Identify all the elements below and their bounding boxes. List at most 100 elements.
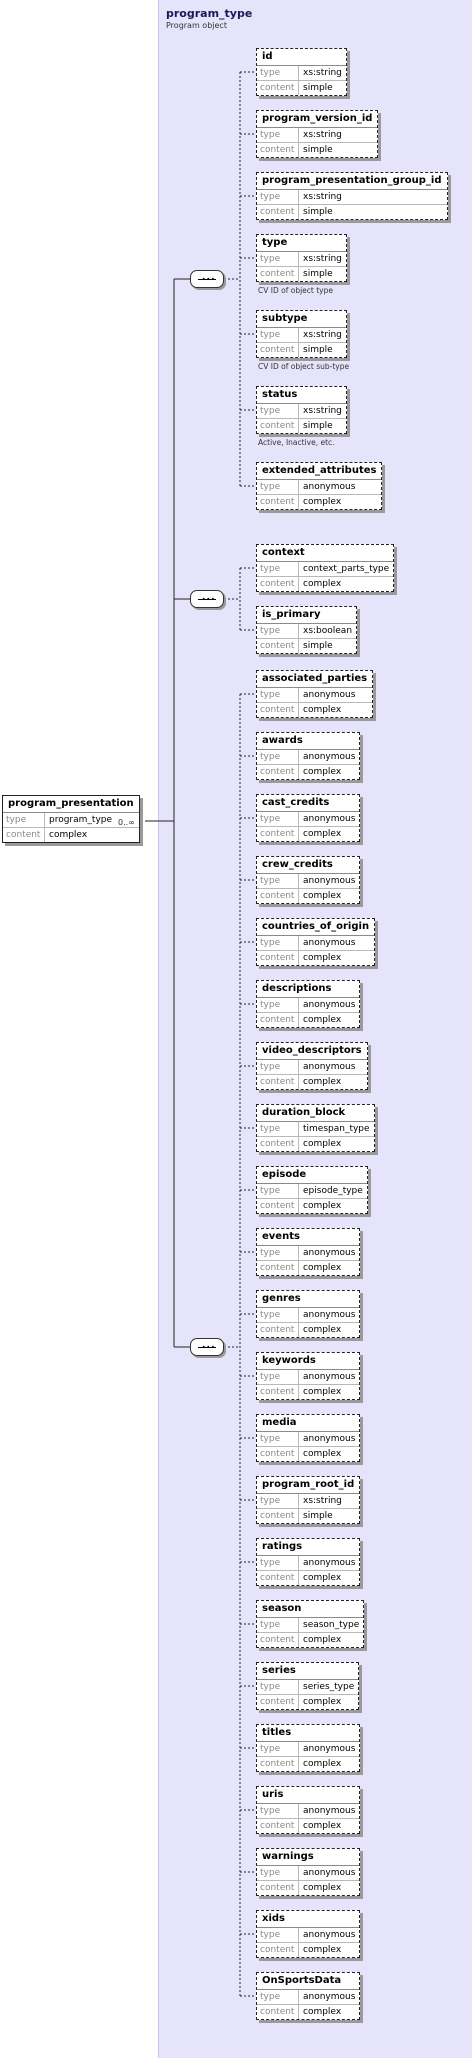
element-name: titles bbox=[257, 1725, 360, 1742]
row-value: xs:string bbox=[303, 406, 342, 416]
row-key: content bbox=[257, 343, 299, 357]
row-key: type bbox=[257, 1804, 299, 1818]
row-key: content bbox=[3, 828, 45, 842]
row-value: simple bbox=[303, 145, 333, 155]
row-key: content bbox=[257, 2005, 299, 2019]
row-value: complex bbox=[303, 1387, 342, 1397]
row-key: type bbox=[257, 1928, 299, 1942]
row-value: complex bbox=[303, 1635, 342, 1645]
row-key: type bbox=[257, 874, 299, 888]
row-key: content bbox=[257, 1385, 299, 1399]
element-name: descriptions bbox=[257, 981, 360, 998]
row-key: type bbox=[257, 1122, 299, 1136]
row-key: content bbox=[257, 143, 299, 157]
row-key: type bbox=[257, 1990, 299, 2004]
sequence-compositor-icon[interactable]: ••• bbox=[190, 1338, 224, 1356]
element-program-presentation[interactable]: program_presentation type program_type c… bbox=[2, 795, 140, 843]
element-name: media bbox=[257, 1415, 360, 1432]
panel-description: Program object bbox=[166, 21, 227, 30]
row-key: type bbox=[257, 1246, 299, 1260]
row-value: anonymous bbox=[303, 1372, 356, 1382]
row-value: anonymous bbox=[303, 1868, 356, 1878]
row-key: type bbox=[257, 190, 299, 204]
row-value: complex bbox=[303, 1821, 342, 1831]
row-value: xs:string bbox=[303, 254, 342, 264]
row-value: episode_type bbox=[303, 1186, 363, 1196]
row-value: complex bbox=[303, 1325, 342, 1335]
row-value: simple bbox=[303, 641, 333, 651]
row-value: anonymous bbox=[303, 690, 356, 700]
row-key: content bbox=[257, 577, 299, 591]
row-value: complex bbox=[303, 1945, 342, 1955]
row-value: complex bbox=[303, 767, 342, 777]
element-name: genres bbox=[257, 1291, 360, 1308]
row-value: simple bbox=[303, 421, 333, 431]
element-row-type: type episode_type bbox=[257, 1184, 367, 1198]
row-key: type bbox=[257, 1184, 299, 1198]
row-value: anonymous bbox=[303, 1310, 356, 1320]
row-value: complex bbox=[303, 1759, 342, 1769]
row-value: xs:boolean bbox=[303, 626, 353, 636]
element-name: events bbox=[257, 1229, 360, 1246]
sequence-compositor-icon[interactable]: ••• bbox=[190, 590, 224, 608]
row-key: type bbox=[257, 750, 299, 764]
row-key: content bbox=[257, 267, 299, 281]
element-row-content: content simple bbox=[257, 342, 346, 357]
row-key: type bbox=[257, 1308, 299, 1322]
element-name: type bbox=[257, 235, 346, 252]
row-key: content bbox=[257, 1757, 299, 1771]
row-key: type bbox=[257, 1060, 299, 1074]
row-key: type bbox=[257, 1556, 299, 1570]
row-value: simple bbox=[303, 345, 333, 355]
row-key: type bbox=[257, 480, 299, 494]
row-value: series_type bbox=[303, 1682, 355, 1692]
element-row-content: content complex bbox=[257, 1756, 360, 1771]
element-name: associated_parties bbox=[257, 671, 373, 688]
sequence-compositor-icon[interactable]: ••• bbox=[190, 270, 224, 288]
